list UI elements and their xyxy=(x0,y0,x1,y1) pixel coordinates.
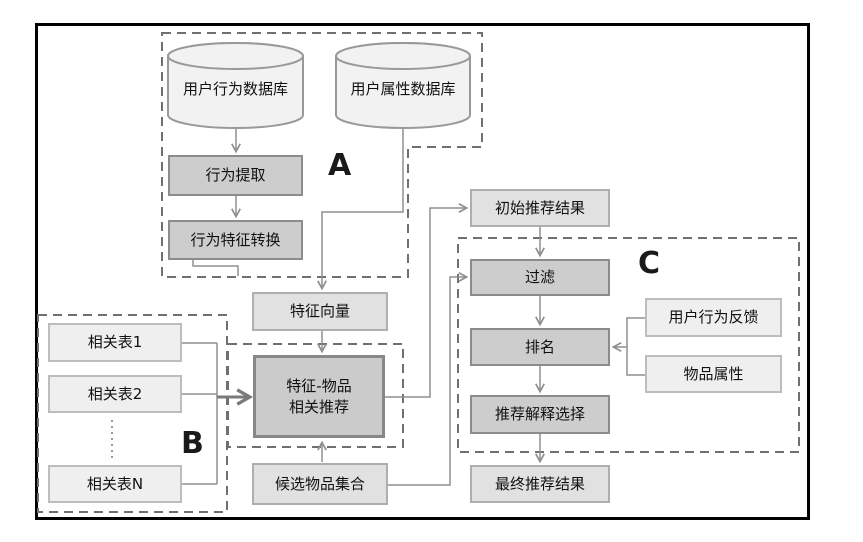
connector-lines xyxy=(111,128,645,486)
node-related-table-1: 相关表1 xyxy=(48,323,182,362)
node-recommendation-explanation-selection: 推荐解释选择 xyxy=(470,395,610,434)
section-a-outline xyxy=(161,32,483,278)
middle-dashed-outline xyxy=(227,343,404,448)
database-cylinders xyxy=(167,42,471,129)
node-initial-recommendation-result: 初始推荐结果 xyxy=(470,189,610,227)
node-ranking: 排名 xyxy=(470,328,610,366)
node-related-table-n: 相关表N xyxy=(48,465,182,503)
section-c-label: C xyxy=(638,246,661,281)
user-attribute-db-top xyxy=(335,42,471,70)
user-behavior-db-label: 用户行为数据库 xyxy=(182,79,288,98)
outer-border xyxy=(35,23,810,520)
user-attribute-db-label: 用户属性数据库 xyxy=(350,79,456,98)
section-c-outline xyxy=(457,237,800,453)
node-user-behavior-feedback: 用户行为反馈 xyxy=(645,298,782,337)
user-behavior-db-top xyxy=(167,42,304,70)
node-behavior-feature-conversion: 行为特征转换 xyxy=(168,220,303,260)
node-final-recommendation-result: 最终推荐结果 xyxy=(470,465,610,503)
node-item-attributes: 物品属性 xyxy=(645,355,782,393)
node-feature-vector: 特征向量 xyxy=(252,292,388,331)
section-a-label: A xyxy=(328,148,352,183)
node-behavior-extraction: 行为提取 xyxy=(168,155,303,196)
node-related-table-2: 相关表2 xyxy=(48,375,182,413)
node-feature-item-recommendation: 特征-物品 相关推荐 xyxy=(253,355,385,438)
node-candidate-item-set: 候选物品集合 xyxy=(252,463,388,505)
section-b-label: B xyxy=(181,426,204,461)
dashed-section-outlines xyxy=(37,32,800,513)
node-filter: 过滤 xyxy=(470,259,610,296)
